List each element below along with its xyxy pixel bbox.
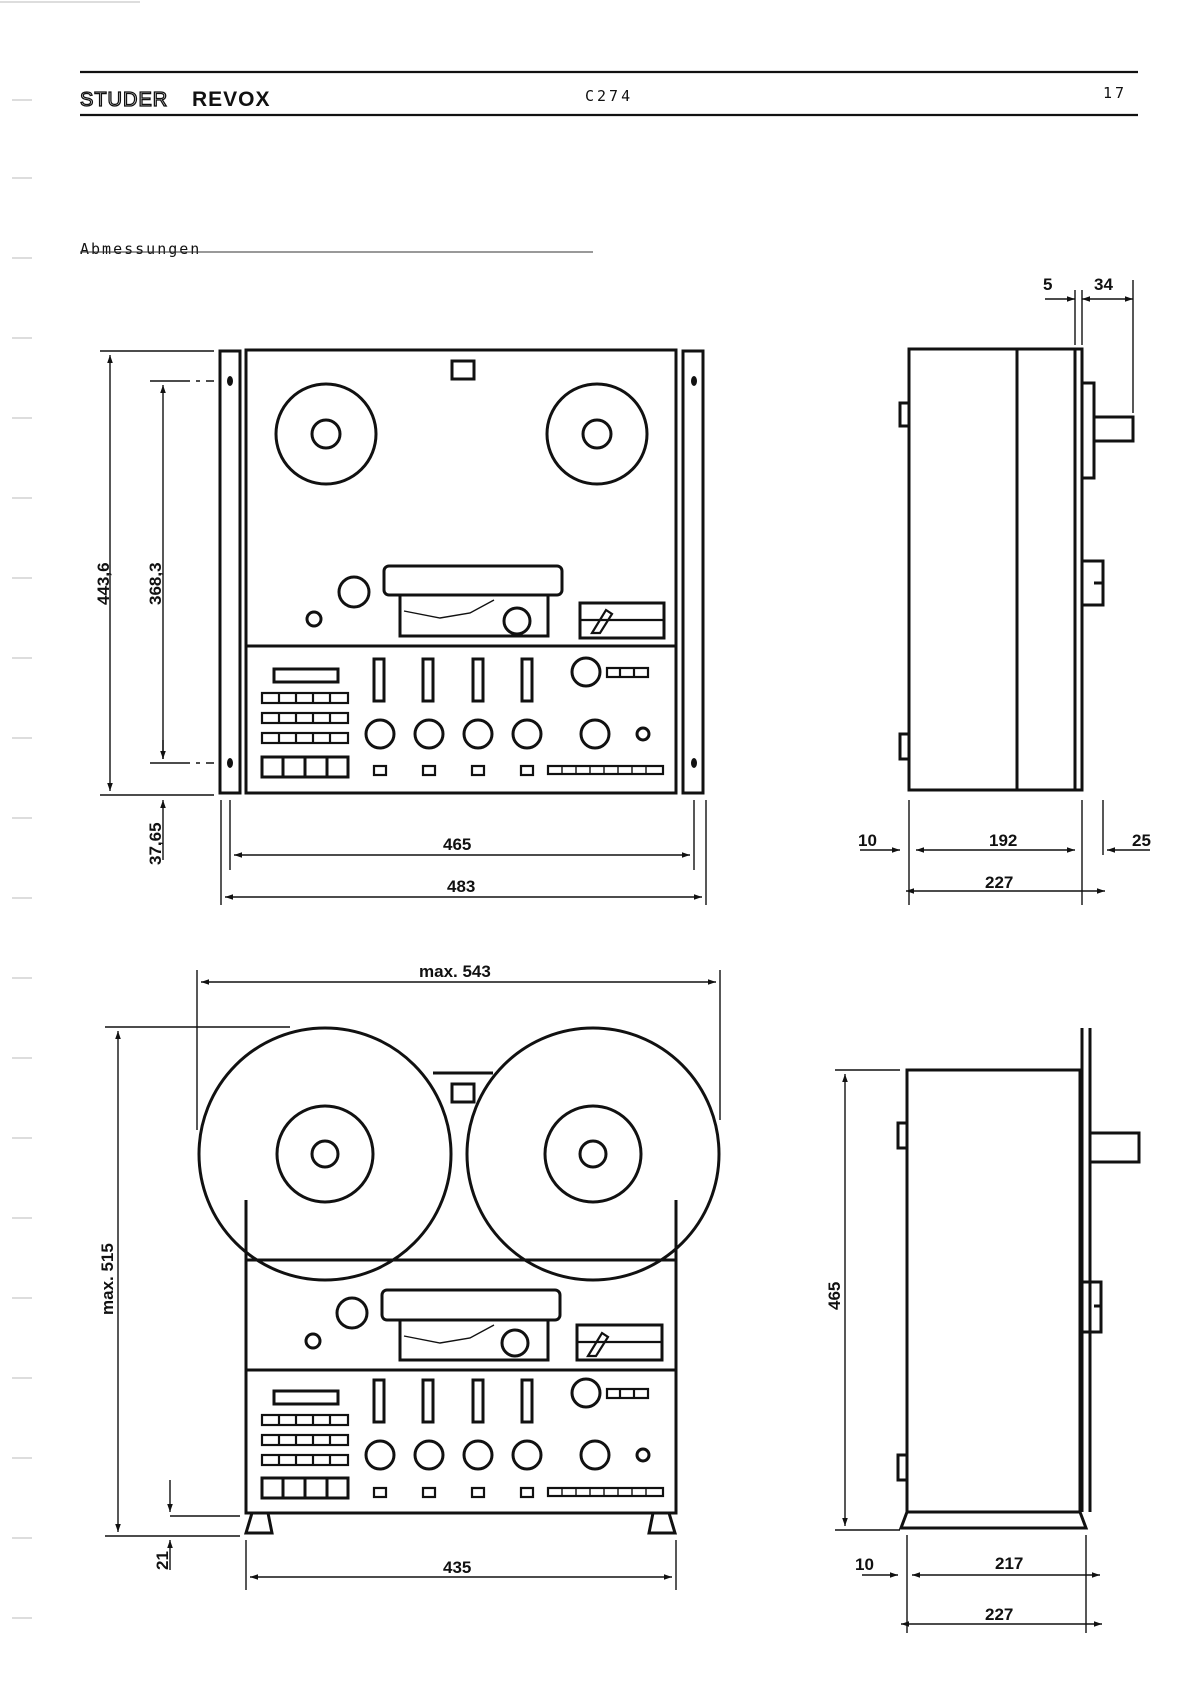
dim-front-width-inner: 465 (443, 835, 471, 854)
dim-side-top-b: 34 (1094, 275, 1113, 294)
dim-front-height-mount: 368,3 (146, 562, 165, 605)
dim-side-left-offset: 10 (858, 831, 877, 850)
dim-side-right-offset: 25 (1132, 831, 1151, 850)
studer-logo: STUDER (80, 89, 168, 111)
dim-side2-height: 465 (825, 1282, 844, 1310)
page-number: 17 (1103, 84, 1127, 102)
front-body (246, 350, 676, 793)
dim-front-bottom-offset: 37,65 (146, 822, 165, 865)
dim-reel-base-width: 435 (443, 1558, 471, 1577)
side-view-dimensions (860, 280, 1150, 905)
dim-side-top-a: 5 (1043, 275, 1052, 294)
dim-side-depth-total: 227 (985, 873, 1013, 892)
side-view-reels (898, 1028, 1139, 1528)
dim-side-depth-body: 192 (989, 831, 1017, 850)
rack-ear-left (220, 351, 240, 793)
model-number: C274 (585, 87, 633, 105)
dim-reel-foot-height: 21 (153, 1551, 172, 1570)
dim-side2-depth-body: 217 (995, 1554, 1023, 1573)
rack-ear-right (683, 351, 703, 793)
revox-logo: REVOX (192, 88, 271, 111)
dim-reel-height-max: max. 515 (98, 1243, 117, 1315)
side-view-rack (900, 349, 1133, 790)
front-view-rack (220, 350, 703, 793)
dim-side2-depth-total: 227 (985, 1605, 1013, 1624)
dim-reel-width-max: max. 543 (419, 962, 491, 981)
page-header: STUDER REVOX C274 17 (80, 72, 1138, 115)
dim-front-height-total: 443,6 (94, 562, 113, 605)
section-title: Abmessungen (80, 240, 201, 258)
front-view-dimensions (100, 351, 706, 905)
side2-view-dimensions (835, 1070, 1102, 1633)
dim-side2-left-offset: 10 (855, 1555, 874, 1574)
side-body (909, 349, 1017, 790)
front-view-reels (199, 1028, 719, 1533)
dim-front-width-outer: 483 (447, 877, 475, 896)
